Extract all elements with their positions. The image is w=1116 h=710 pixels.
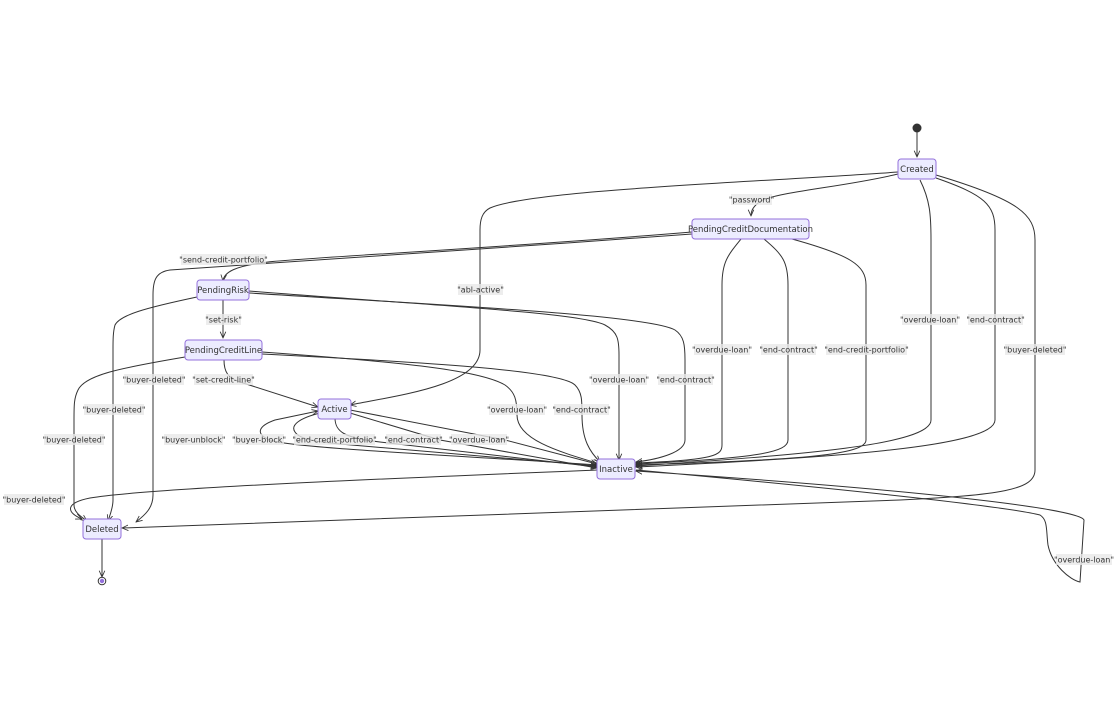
edge-label: "end-contract" — [966, 314, 1025, 325]
svg-text:"set-risk": "set-risk" — [205, 316, 242, 325]
edge-label: "overdue-loan" — [1054, 554, 1114, 565]
svg-text:"overdue-loan": "overdue-loan" — [1054, 556, 1114, 565]
svg-text:"end-contract": "end-contract" — [552, 406, 611, 415]
svg-text:"abl-active": "abl-active" — [457, 286, 504, 295]
state-pending-credit-documentation[interactable]: PendingCreditDocumentation — [688, 218, 813, 240]
svg-text:"end-contract": "end-contract" — [759, 346, 818, 355]
svg-text:"buyer-deleted": "buyer-deleted" — [42, 436, 105, 445]
edge-pcd-deleted — [136, 233, 693, 522]
edge-pendingrisk-inactive-endcontract — [248, 292, 686, 462]
edge-created-deleted — [122, 174, 1036, 528]
svg-text:"buyer-deleted": "buyer-deleted" — [1003, 346, 1066, 355]
svg-text:"buyer-deleted": "buyer-deleted" — [82, 406, 145, 415]
edge-pcd-inactive-overdue — [636, 238, 742, 463]
state-label: PendingCreditDocumentation — [688, 225, 813, 235]
svg-text:"overdue-loan": "overdue-loan" — [487, 406, 547, 415]
edge-label: "buyer-unblock" — [161, 434, 226, 445]
state-label: Created — [900, 165, 934, 175]
svg-text:"buyer-block": "buyer-block" — [232, 436, 286, 445]
state-label: PendingCreditLine — [185, 346, 262, 356]
edge-label: "buyer-deleted" — [2, 494, 66, 505]
svg-text:"end-credit-portfolio": "end-credit-portfolio" — [824, 346, 909, 355]
edge-label: "buyer-deleted" — [122, 374, 186, 385]
edge-pcd-inactive-endcreditportfolio — [636, 238, 867, 465]
edge-pcd-pendingrisk — [223, 231, 693, 281]
edge-inactive-deleted — [70, 469, 598, 520]
edge-label: "abl-active" — [457, 284, 504, 295]
edge-pcd-inactive-endcontract — [636, 238, 789, 464]
state-created[interactable]: Created — [897, 158, 937, 180]
edge-label: "overdue-loan" — [487, 404, 547, 415]
edge-label: "overdue-loan" — [900, 314, 960, 325]
svg-text:"end-contract": "end-contract" — [384, 436, 443, 445]
svg-text:"send-credit-portfolio": "send-credit-portfolio" — [179, 256, 268, 265]
edge-label: "overdue-loan" — [449, 434, 509, 445]
start-icon — [912, 123, 922, 133]
svg-text:"overdue-loan": "overdue-loan" — [900, 316, 960, 325]
svg-text:"buyer-deleted": "buyer-deleted" — [2, 496, 65, 505]
edge-label: "end-credit-portfolio" — [292, 434, 377, 445]
edge-label: "overdue-loan" — [589, 374, 649, 385]
edge-label: "set-credit-line" — [192, 374, 255, 385]
edge-label: "end-contract" — [552, 404, 611, 415]
edge-label: "end-contract" — [384, 434, 443, 445]
edge-label: "end-credit-portfolio" — [824, 344, 909, 355]
edge-inactive-self-overdue — [636, 470, 1085, 583]
edge-label: "set-risk" — [205, 314, 242, 325]
edge-label: "buyer-deleted" — [82, 404, 146, 415]
state-deleted[interactable]: Deleted — [82, 518, 122, 540]
svg-text:"buyer-unblock": "buyer-unblock" — [161, 436, 225, 445]
state-inactive[interactable]: Inactive — [596, 458, 636, 480]
edge-pcl-deleted — [73, 356, 186, 521]
state-label: PendingRisk — [197, 286, 249, 296]
state-label: Active — [321, 405, 347, 415]
svg-text:"end-credit-portfolio": "end-credit-portfolio" — [292, 436, 377, 445]
edge-label: "send-credit-portfolio" — [179, 254, 268, 265]
state-label: Inactive — [599, 465, 633, 475]
edge-created-inactive-overdue — [636, 179, 932, 466]
edge-pcl-inactive-overdue — [261, 351, 600, 464]
edge-pcl-inactive-endcontract — [261, 353, 600, 462]
svg-text:"overdue-loan": "overdue-loan" — [589, 376, 649, 385]
edge-label: "buyer-deleted" — [1003, 344, 1067, 355]
edge-label: "buyer-block" — [232, 434, 286, 445]
svg-text:"end-contract": "end-contract" — [966, 316, 1025, 325]
svg-text:"set-credit-line": "set-credit-line" — [192, 376, 255, 385]
edge-label: "end-contract" — [656, 374, 715, 385]
edge-label: "buyer-deleted" — [42, 434, 106, 445]
state-pending-credit-line[interactable]: PendingCreditLine — [184, 339, 263, 361]
svg-text:"end-contract": "end-contract" — [656, 376, 715, 385]
state-label: Deleted — [85, 525, 118, 535]
edge-label: "overdue-loan" — [692, 344, 752, 355]
state-active[interactable]: Active — [317, 398, 352, 420]
state-pending-risk[interactable]: PendingRisk — [196, 279, 250, 301]
svg-text:"overdue-loan": "overdue-loan" — [692, 346, 752, 355]
edge-label: "end-contract" — [759, 344, 818, 355]
edge-created-active — [350, 171, 899, 405]
edge-pendingrisk-deleted — [108, 296, 198, 521]
end-icon — [97, 576, 107, 586]
edge-label: "password" — [729, 194, 774, 205]
svg-text:"buyer-deleted": "buyer-deleted" — [122, 376, 185, 385]
svg-text:"overdue-loan": "overdue-loan" — [449, 436, 509, 445]
svg-text:"password": "password" — [729, 196, 774, 205]
